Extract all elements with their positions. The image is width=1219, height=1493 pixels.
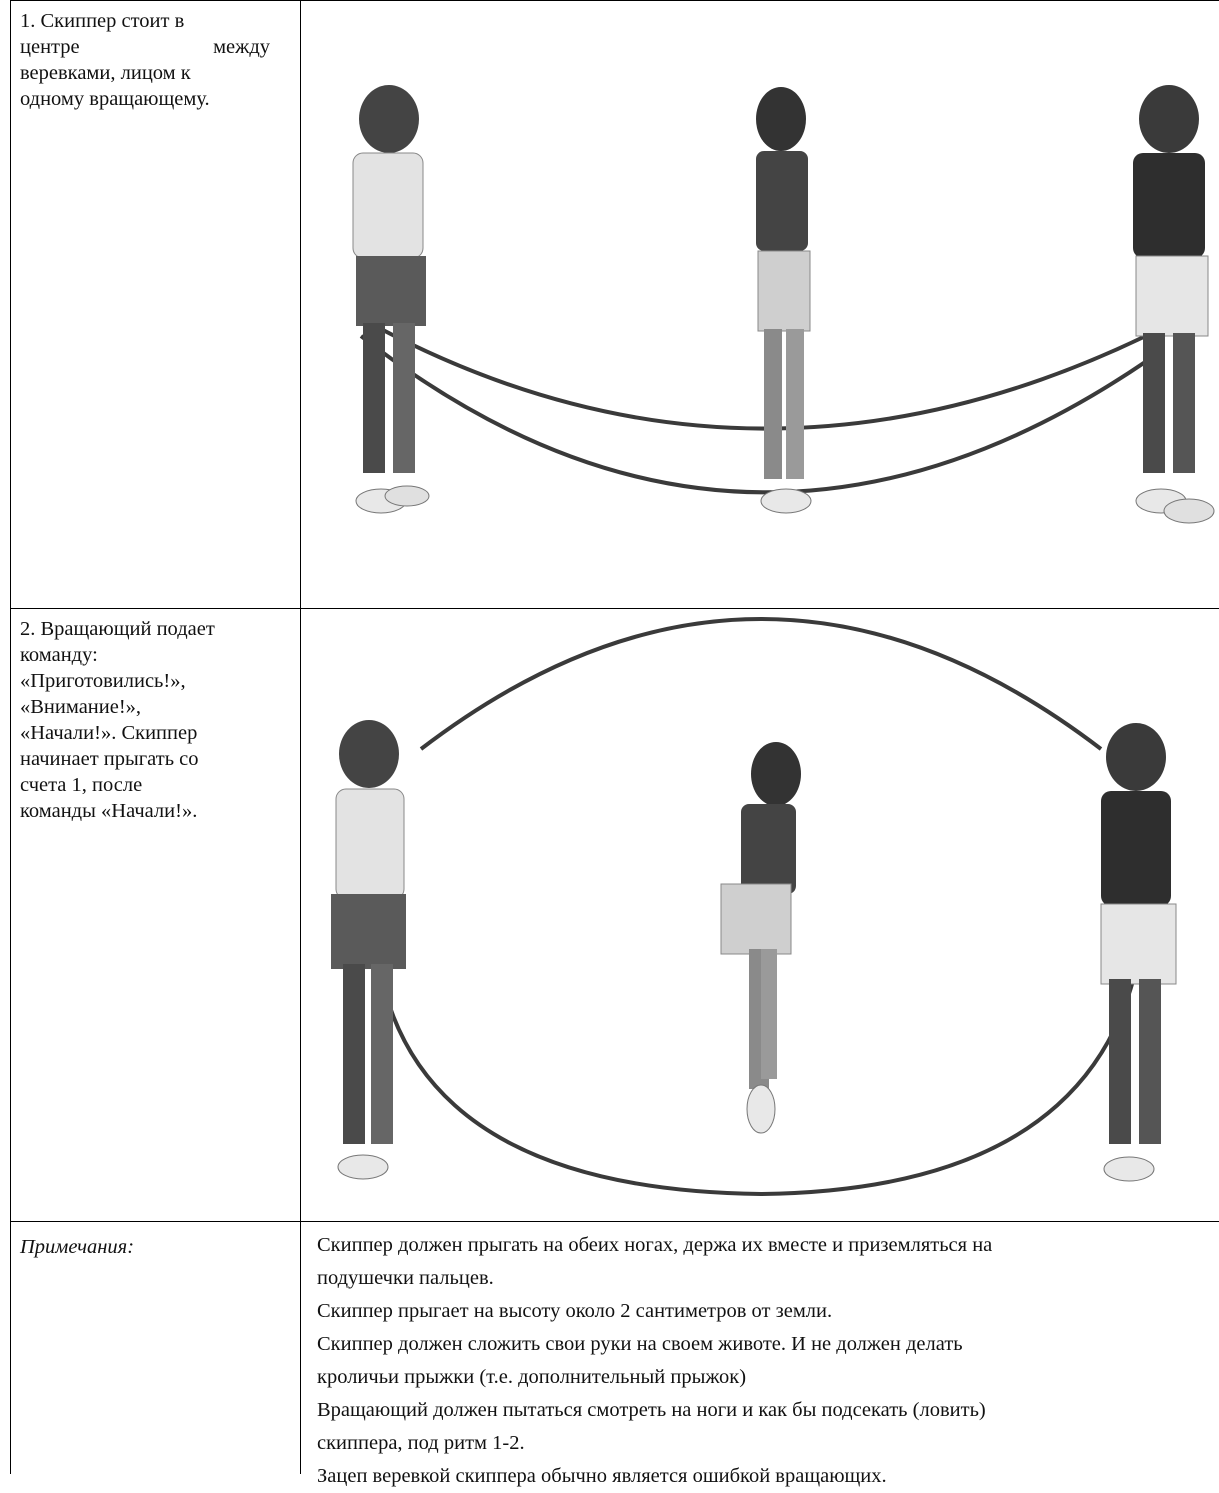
step-2-line-5: «Начали!». Скиппер — [20, 720, 270, 746]
table-row-divider-2 — [10, 1221, 1219, 1222]
step-2-line-1: 2. Вращающий подает — [20, 616, 270, 642]
table-border-left — [10, 0, 11, 1474]
notes-line-1: Скиппер должен прыгать на обеих ногах, д… — [317, 1229, 1217, 1262]
step-2-line-2: команду: — [20, 642, 270, 668]
rope-lower — [361, 336, 1161, 492]
center-skipper-figure — [756, 87, 811, 513]
rope-top-arc — [421, 619, 1101, 749]
right-turner-figure — [1133, 85, 1214, 523]
step-1-line-1: 1. Скиппер стоит в — [20, 8, 270, 34]
step-2-text: 2. Вращающий подает команду: «Приготовил… — [20, 616, 270, 824]
notes-line-4: Скиппер должен сложить свои руки на свое… — [317, 1328, 1217, 1361]
center-skipper-figure — [721, 742, 801, 1133]
step-2-line-4: «Внимание!», — [20, 694, 270, 720]
notes-line-6: Вращающий должен пытаться смотреть на но… — [317, 1394, 1217, 1427]
step-1-line-3: веревками, лицом к — [20, 60, 270, 86]
notes-line-3: Скиппер прыгает на высоту около 2 сантим… — [317, 1295, 1217, 1328]
notes-body: Скиппер должен прыгать на обеих ногах, д… — [317, 1229, 1217, 1493]
notes-line-2: подушечки пальцев. — [317, 1262, 1217, 1295]
step-2-line-6: начинает прыгать со — [20, 746, 270, 772]
notes-line-5: кроличьи прыжки (т.е. дополнительный пры… — [317, 1361, 1217, 1394]
step-2-line-7: счета 1, после — [20, 772, 270, 798]
notes-line-7: скиппера, под ритм 1-2. — [317, 1427, 1217, 1460]
notes-line-8: Зацеп веревкой скиппера обычно является … — [317, 1460, 1217, 1493]
notes-label: Примечания: — [20, 1236, 134, 1259]
step-2-line-8: команды «Начали!». — [20, 798, 270, 824]
right-turner-figure — [1101, 723, 1176, 1181]
rope-upper — [366, 321, 1156, 429]
step-1-line-4: одному вращающему. — [20, 86, 270, 112]
left-turner-figure — [353, 85, 429, 513]
step-2-illustration — [301, 609, 1219, 1221]
left-turner-figure — [331, 720, 406, 1179]
step-1-illustration — [301, 1, 1219, 608]
step-2-line-3: «Приготовились!», — [20, 668, 270, 694]
